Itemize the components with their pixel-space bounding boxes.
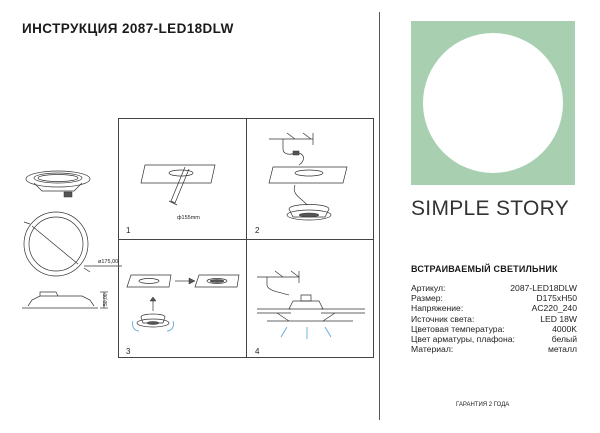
spec-label: Источник света: bbox=[411, 313, 475, 324]
spec-value: 4000K bbox=[552, 323, 577, 334]
spec-row-color-temperature: Цветовая температура: 4000K bbox=[411, 324, 577, 334]
lamp-top-view: ø175,00 bbox=[23, 211, 122, 277]
spec-row-voltage: Напряжение: AC220_240 bbox=[411, 303, 577, 313]
panel-4-illustration bbox=[257, 270, 365, 339]
panel-1-hole-label: ф155mm bbox=[177, 215, 200, 221]
spec-label: Цветовая температура: bbox=[411, 323, 505, 334]
spec-row-material: Материал: металл bbox=[411, 344, 577, 354]
spec-label: Артикул: bbox=[411, 283, 446, 293]
spec-value: металл bbox=[547, 344, 577, 355]
spec-row-size: Размер: D175xH50 bbox=[411, 293, 577, 303]
spec-row-light-source: Источник света: LED 18W bbox=[411, 314, 577, 324]
brand-name: SIMPLE STORY bbox=[411, 197, 575, 221]
column-divider bbox=[379, 12, 380, 420]
panel-3-illustration bbox=[126, 274, 240, 332]
panel-2-number: 2 bbox=[255, 226, 260, 235]
panel-3-number: 3 bbox=[126, 347, 131, 356]
spec-value: D175xH50 bbox=[536, 293, 577, 304]
spec-list: Артикул: 2087-LED18DLW Размер: D175xH50 … bbox=[411, 283, 577, 354]
spec-row-article: Артикул: 2087-LED18DLW bbox=[411, 283, 577, 293]
instruction-grid: ф155mm 1 2 3 bbox=[118, 118, 374, 358]
panel-2-illustration bbox=[268, 132, 348, 221]
diameter-label: ø175,00 bbox=[98, 259, 118, 265]
guarantee-note: ГАРАНТИЯ 2 ГОДА bbox=[456, 402, 510, 408]
spec-value: LED 18W bbox=[540, 313, 577, 324]
panel-4-number: 4 bbox=[255, 347, 260, 356]
brand-logo bbox=[411, 21, 575, 185]
spec-value: 2087-LED18DLW bbox=[510, 283, 577, 293]
spec-label: Размер: bbox=[411, 293, 443, 304]
lamp-side-view bbox=[25, 170, 91, 198]
spec-value: белый bbox=[551, 334, 577, 345]
height-label: 50,00 bbox=[103, 293, 109, 306]
logo-circle bbox=[423, 33, 563, 173]
spec-row-color: Цвет арматуры, плафона: белый bbox=[411, 334, 577, 344]
grid-divider-horizontal bbox=[119, 239, 373, 240]
lamp-profile-view: 50,00 bbox=[22, 291, 109, 309]
grid-divider-vertical bbox=[246, 119, 247, 357]
spec-value: AC220_240 bbox=[531, 303, 577, 314]
spec-label: Материал: bbox=[411, 344, 454, 355]
panel-1-number: 1 bbox=[126, 226, 131, 235]
spec-label: Цвет арматуры, плафона: bbox=[411, 334, 515, 345]
brand-word-simple: SIMPLE bbox=[411, 197, 490, 220]
brand-word-story: STORY bbox=[495, 197, 570, 220]
product-name: ВСТРАИВАЕМЫЙ СВЕТИЛЬНИК bbox=[411, 264, 558, 274]
spec-label: Напряжение: bbox=[411, 303, 464, 314]
panel-1-illustration bbox=[140, 164, 216, 206]
page-title: ИНСТРУКЦИЯ 2087-LED18DLW bbox=[22, 21, 234, 36]
